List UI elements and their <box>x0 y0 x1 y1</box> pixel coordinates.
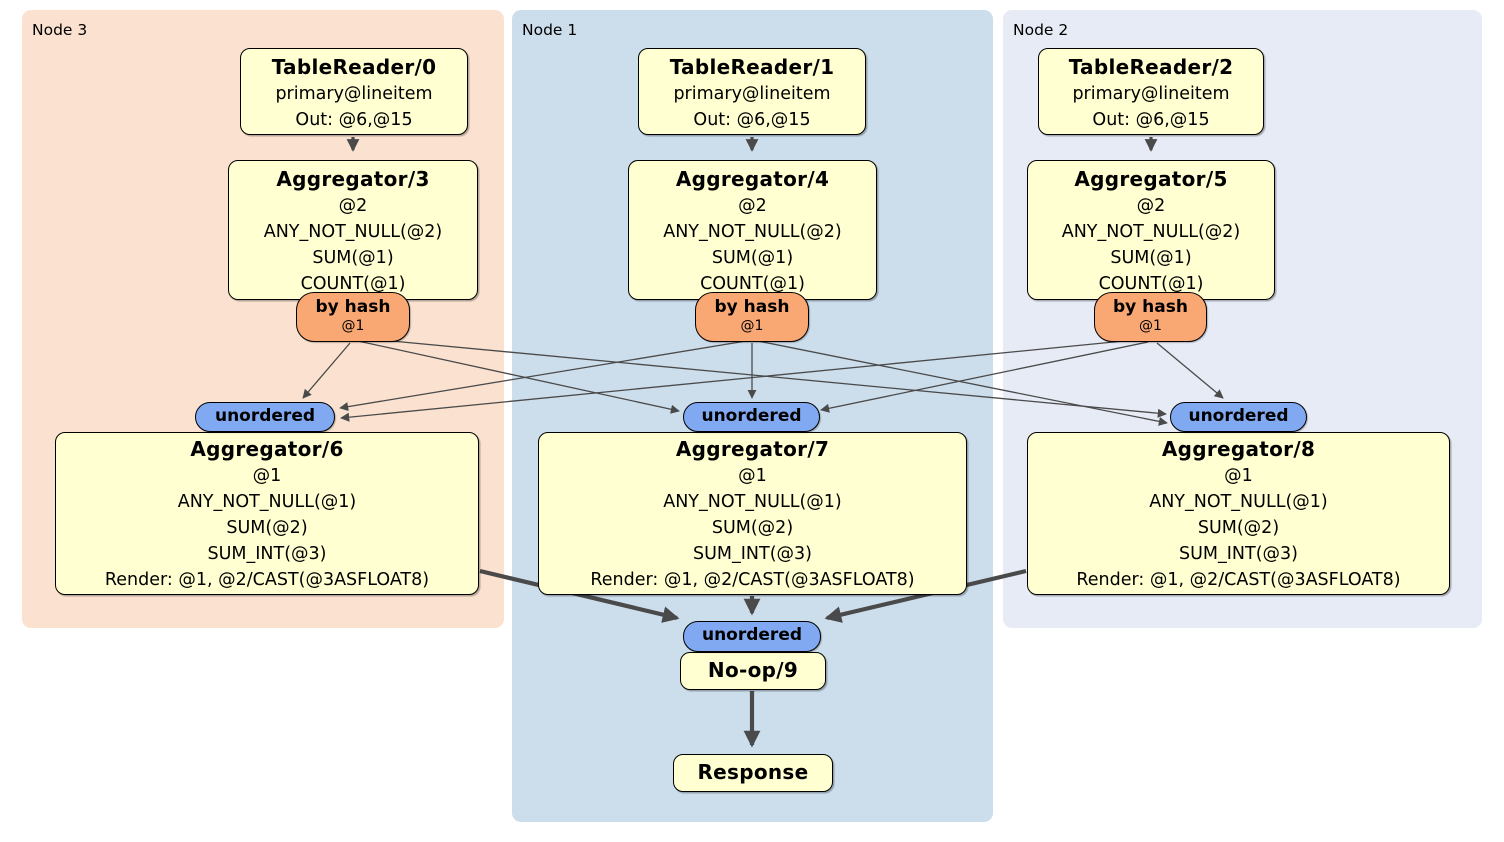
processor-detail: @1 <box>738 466 767 486</box>
router-label: by hash <box>315 297 391 317</box>
processor-detail: COUNT(@1) <box>700 274 805 294</box>
processor-detail: SUM(@2) <box>1197 518 1280 538</box>
edge-router-n1-sync-n2 <box>757 340 1168 426</box>
processor-detail: Render: @1, @2/CAST(@3ASFLOAT8) <box>590 570 915 590</box>
processor-response: Response <box>673 754 833 792</box>
processor-title: Aggregator/4 <box>675 167 830 191</box>
sync-unordered-node3: unordered <box>195 402 335 432</box>
processor-detail: ANY_NOT_NULL(@2) <box>263 222 443 242</box>
processor-title: No-op/9 <box>707 658 799 682</box>
processor-detail: @2 <box>1136 196 1166 216</box>
processor-title: Aggregator/8 <box>1161 437 1316 461</box>
router-by-hash-node3: by hash @1 <box>296 292 410 342</box>
node-group-label: Node 2 <box>1013 21 1069 39</box>
processor-detail: SUM_INT(@3) <box>693 544 812 564</box>
router-by-hash-node2: by hash @1 <box>1094 292 1207 342</box>
processor-title: Aggregator/6 <box>190 437 344 461</box>
processor-tablereader-1: TableReader/1 primary@lineitem Out: @6,@… <box>638 48 866 135</box>
processor-detail: COUNT(@1) <box>1098 274 1204 294</box>
processor-detail: SUM(@1) <box>1110 248 1192 268</box>
processor-detail: SUM_INT(@3) <box>1179 544 1298 564</box>
processor-index: primary@lineitem <box>1072 84 1230 104</box>
processor-aggregator-5: Aggregator/5 @2 ANY_NOT_NULL(@2) SUM(@1)… <box>1027 160 1275 300</box>
processor-index: primary@lineitem <box>673 84 831 104</box>
processor-detail: ANY_NOT_NULL(@2) <box>1061 222 1241 242</box>
router-detail: @1 <box>1139 318 1162 334</box>
processor-detail: @2 <box>338 196 368 216</box>
processor-out: Out: @6,@15 <box>295 110 413 130</box>
edge-router-n3-sync-n3 <box>302 342 351 399</box>
processor-detail: SUM(@2) <box>711 518 794 538</box>
processor-detail: SUM(@1) <box>312 248 394 268</box>
edge-router-n1-sync-n3 <box>339 340 747 412</box>
processor-detail: ANY_NOT_NULL(@1) <box>1149 492 1328 512</box>
processor-title: TableReader/2 <box>1068 55 1234 79</box>
processor-title: Aggregator/3 <box>276 167 430 191</box>
processor-detail: @1 <box>1224 466 1253 486</box>
processor-aggregator-4: Aggregator/4 @2 ANY_NOT_NULL(@2) SUM(@1)… <box>628 160 877 300</box>
processor-aggregator-6: Aggregator/6 @1 ANY_NOT_NULL(@1) SUM(@2)… <box>55 432 479 595</box>
sync-unordered-final: unordered <box>683 621 821 652</box>
edge-router-n2-sync-n1 <box>820 341 1149 413</box>
processor-detail: COUNT(@1) <box>300 274 406 294</box>
processor-title: TableReader/1 <box>669 55 835 79</box>
processor-detail: SUM(@1) <box>711 248 794 268</box>
sync-unordered-node1: unordered <box>683 402 820 432</box>
processor-noop-9: No-op/9 <box>680 652 826 690</box>
processor-tablereader-0: TableReader/0 primary@lineitem Out: @6,@… <box>240 48 468 135</box>
node-group-label: Node 3 <box>32 21 88 39</box>
sync-unordered-node2: unordered <box>1170 402 1307 432</box>
processor-detail: Render: @1, @2/CAST(@3ASFLOAT8) <box>1076 570 1401 590</box>
edge-router-n2-sync-n3 <box>340 338 1145 422</box>
processor-aggregator-3: Aggregator/3 @2 ANY_NOT_NULL(@2) SUM(@1)… <box>228 160 478 300</box>
processor-detail: @2 <box>738 196 767 216</box>
processor-title: Aggregator/5 <box>1074 167 1228 191</box>
edge-router-n2-sync-n2 <box>1156 342 1224 399</box>
edge-router-n3-sync-n1 <box>357 340 680 414</box>
processor-tablereader-2: TableReader/2 primary@lineitem Out: @6,@… <box>1038 48 1264 135</box>
processor-title: Aggregator/7 <box>675 437 830 461</box>
processor-detail: SUM(@2) <box>226 518 308 538</box>
processor-detail: ANY_NOT_NULL(@1) <box>663 492 842 512</box>
processor-detail: SUM_INT(@3) <box>207 544 327 564</box>
processor-index: primary@lineitem <box>275 84 433 104</box>
processor-detail: ANY_NOT_NULL(@2) <box>663 222 842 242</box>
router-label: by hash <box>1113 297 1188 317</box>
processor-detail: ANY_NOT_NULL(@1) <box>177 492 357 512</box>
processor-out: Out: @6,@15 <box>1092 110 1210 130</box>
processor-out: Out: @6,@15 <box>693 110 811 130</box>
router-label: by hash <box>714 297 790 317</box>
processor-title: TableReader/0 <box>271 55 437 79</box>
node-group-label: Node 1 <box>522 21 578 39</box>
processor-detail: Render: @1, @2/CAST(@3ASFLOAT8) <box>104 570 430 590</box>
processor-aggregator-8: Aggregator/8 @1 ANY_NOT_NULL(@1) SUM(@2)… <box>1027 432 1450 595</box>
processor-title: Response <box>697 760 809 784</box>
processor-detail: @1 <box>252 466 282 486</box>
router-by-hash-node1: by hash @1 <box>695 292 809 342</box>
processor-aggregator-7: Aggregator/7 @1 ANY_NOT_NULL(@1) SUM(@2)… <box>538 432 967 595</box>
router-detail: @1 <box>341 318 365 334</box>
router-detail: @1 <box>740 318 764 334</box>
